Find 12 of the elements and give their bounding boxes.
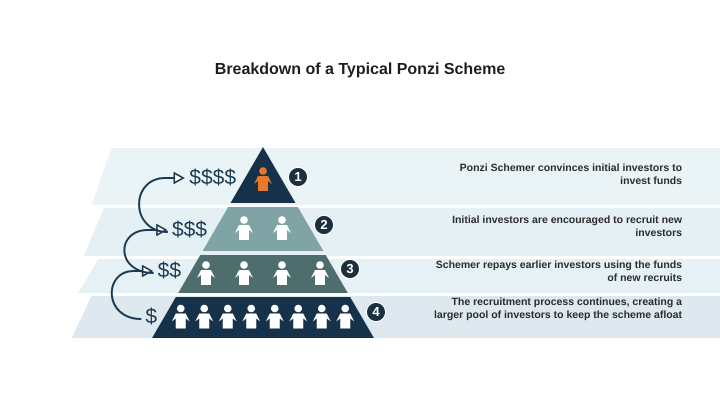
dollar-signs: $$ [158,259,181,283]
title: Breakdown of a Typical Ponzi Scheme [214,61,506,79]
curved-arrow [110,265,152,320]
curved-arrow [123,224,167,274]
step-description: Initial investors are encouraged to recruit new investors [451,214,682,240]
dollar-signs: $$$$ [189,166,236,190]
step-description: Schemer repays earlier investors using the funds of new recruits [434,259,682,285]
step-description: The recruitment process continues, creating a larger pool of investors to keep the scheme afloat [433,296,682,322]
dollar-signs: $ [145,305,157,329]
step-description: Ponzi Schemer convinces initial investors to invest funds [458,162,682,188]
curved-arrow [138,172,184,233]
dollar-signs: $$$ [172,218,207,242]
